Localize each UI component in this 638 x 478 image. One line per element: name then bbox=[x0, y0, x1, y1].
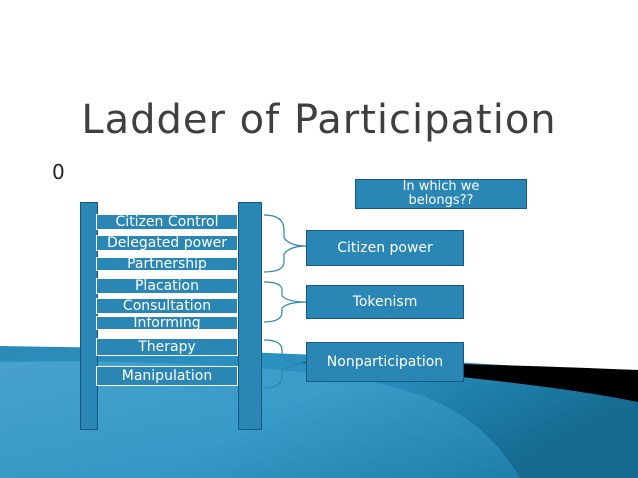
ladder-rung-consultation: Consultation bbox=[96, 298, 238, 314]
ladder-rung-informing: Informing bbox=[96, 316, 238, 330]
ladder-rung-manipulation: Manipulation bbox=[96, 366, 238, 386]
slide-title: Ladder of Participation bbox=[81, 97, 557, 143]
group-citizen-power: Citizen power bbox=[306, 230, 464, 266]
question-line-1: In which we bbox=[402, 178, 480, 194]
question-line-2: belongs?? bbox=[408, 193, 474, 208]
ladder-rung-partnership: Partnership bbox=[96, 257, 238, 271]
ladder-rung-placation: Placation bbox=[96, 278, 238, 294]
question-box: In which we belongs?? bbox=[355, 179, 527, 209]
ladder-rung-citizen-control: Citizen Control bbox=[96, 214, 238, 230]
ladder-right-rail bbox=[238, 202, 262, 430]
ladder-rung-therapy: Therapy bbox=[96, 338, 238, 356]
group-tokenism: Tokenism bbox=[306, 285, 464, 319]
group-nonparticipation: Nonparticipation bbox=[306, 342, 464, 382]
slide-marker: 0 bbox=[52, 160, 65, 184]
ladder-rung-delegated-power: Delegated power bbox=[96, 235, 238, 251]
